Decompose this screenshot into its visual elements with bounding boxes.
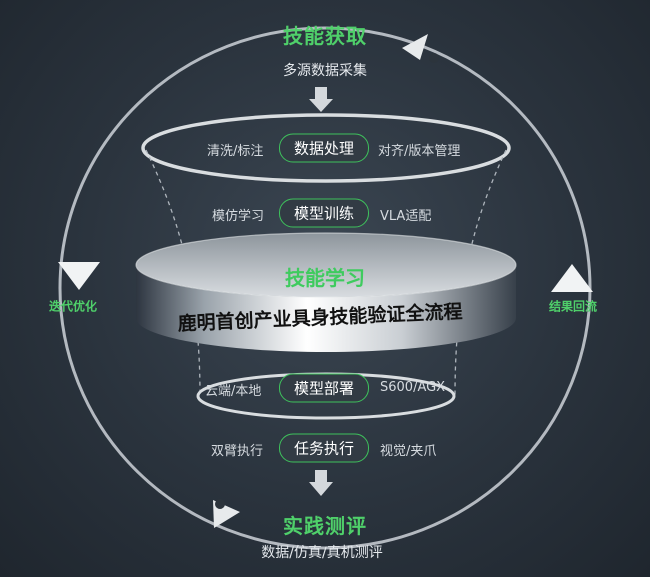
- task-execution-right-text: 视觉/夹爪: [380, 444, 437, 459]
- model-training-right-text: VLA适配: [380, 209, 432, 224]
- task-execution-left-text: 双臂执行: [211, 444, 264, 459]
- model-deploy-pill: 模型部署: [278, 373, 370, 403]
- practice-evaluation-title: 实践测评: [283, 514, 367, 538]
- loop-arrow-left-icon: [58, 262, 100, 290]
- skill-band: [135, 232, 517, 352]
- skill-learning-title: 技能学习: [285, 266, 365, 290]
- data-processing-pill: 数据处理: [278, 133, 370, 163]
- model-deploy-left-text: 云端/本地: [205, 384, 262, 399]
- task-execution-pill: 任务执行: [278, 433, 370, 463]
- model-deploy-right-text: S600/AGX: [380, 380, 446, 395]
- loop-arrow-bottom-icon: [213, 499, 240, 528]
- skill-acquisition-title: 技能获取: [283, 24, 367, 48]
- result-feedback-label: 结果回流: [548, 299, 598, 314]
- iterative-optimization-label: 迭代优化: [48, 299, 98, 314]
- model-training-pill: 模型训练: [278, 198, 370, 228]
- model-training-left-text: 模仿学习: [212, 209, 265, 224]
- practice-evaluation-subtitle: 数据/仿真/真机测评: [261, 545, 383, 561]
- skill-acquisition-subtitle: 多源数据采集: [283, 63, 367, 79]
- loop-arrow-right-icon: [551, 264, 593, 292]
- arrow-down-bottom-icon: [309, 470, 333, 496]
- arrow-down-top-icon: [309, 87, 333, 112]
- data-processing-right-text: 对齐/版本管理: [378, 144, 461, 159]
- funnel-lines: [145, 149, 507, 396]
- loop-arrow-top-icon: [402, 34, 439, 63]
- top-ring: [141, 113, 511, 183]
- data-processing-left-text: 清洗/标注: [207, 144, 264, 159]
